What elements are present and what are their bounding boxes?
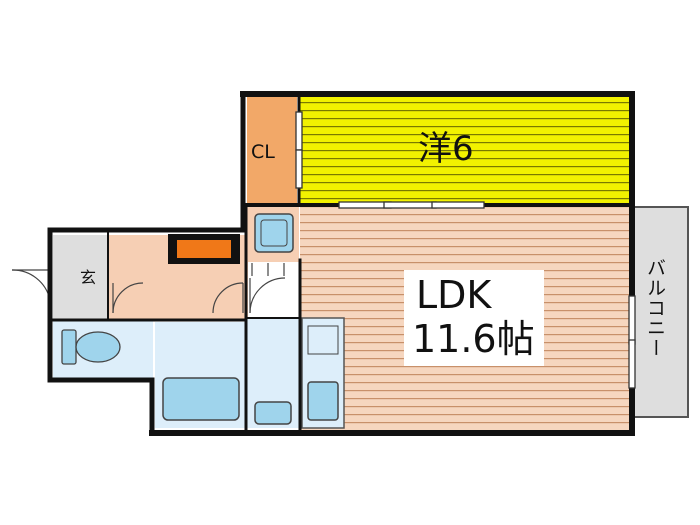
kitchen-sink-icon bbox=[307, 381, 339, 421]
stove-icon bbox=[307, 325, 339, 355]
closet-floor bbox=[247, 97, 297, 203]
sliding-doors bbox=[295, 111, 636, 389]
closet-label: CL bbox=[251, 141, 275, 163]
balcony-label: バルコニー bbox=[644, 258, 666, 358]
western-room-floor bbox=[300, 97, 630, 203]
bathtub-icon bbox=[162, 377, 240, 421]
entrance-floor bbox=[53, 235, 108, 320]
balcony-area bbox=[631, 206, 689, 418]
ldk-size-label: 11.6帖 bbox=[412, 317, 535, 361]
western-room-label: 洋6 bbox=[418, 129, 474, 169]
toilet-icon bbox=[61, 329, 121, 365]
ldk-label-box bbox=[404, 270, 544, 366]
sink-icon bbox=[254, 401, 292, 425]
ldk-label: LDK bbox=[416, 273, 492, 317]
washing-machine-icon bbox=[254, 213, 294, 253]
door-swing-icons bbox=[11, 263, 286, 314]
entrance-label: 玄 bbox=[80, 268, 97, 287]
